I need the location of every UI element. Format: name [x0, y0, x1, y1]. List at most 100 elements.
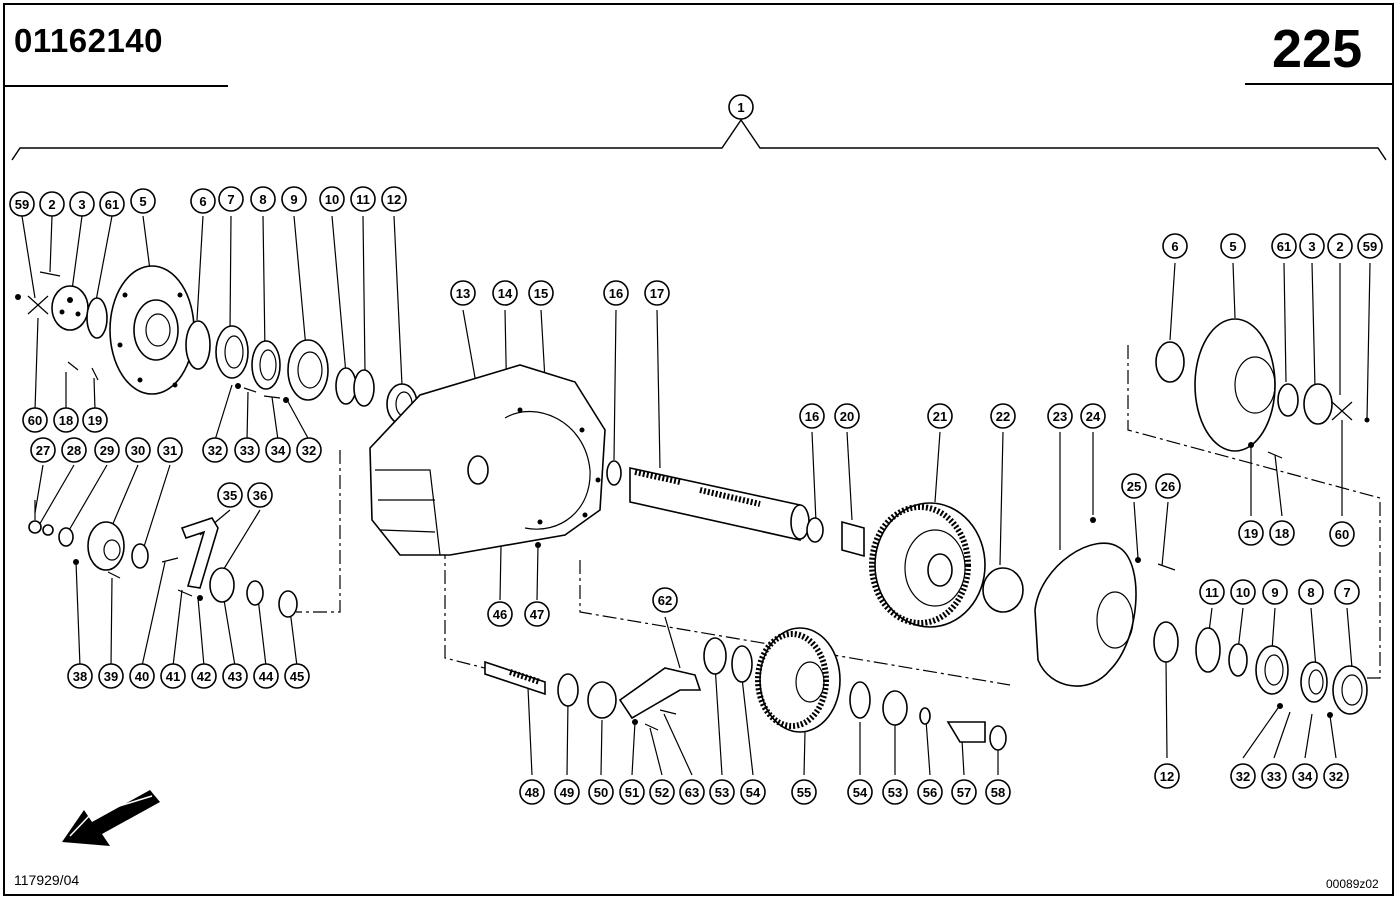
callout-number: 58 [991, 785, 1005, 800]
callout-number: 27 [36, 443, 50, 458]
callout-3: 3 [1299, 233, 1325, 259]
callout-number: 8 [1307, 585, 1314, 600]
callout-number: 9 [290, 192, 297, 207]
callout-number: 55 [797, 785, 811, 800]
callout-number: 18 [59, 413, 73, 428]
callout-15: 15 [528, 280, 554, 306]
callout-40: 40 [129, 663, 155, 689]
drawing-reference: 117929/04 [14, 872, 80, 888]
callout-number: 57 [957, 785, 971, 800]
callout-number: 34 [1298, 769, 1313, 784]
callout-number: 1 [737, 100, 744, 115]
callout-number: 49 [560, 785, 574, 800]
callout-27: 27 [30, 437, 56, 463]
callout-23: 23 [1047, 403, 1073, 429]
callout-46: 46 [487, 601, 513, 627]
callout-number: 29 [100, 443, 114, 458]
callout-38: 38 [67, 663, 93, 689]
callout-number: 10 [1236, 585, 1250, 600]
callout-57: 57 [951, 779, 977, 805]
seals-bearings-left [185, 320, 418, 425]
callout-6: 6 [1162, 233, 1188, 259]
callout-number: 53 [888, 785, 902, 800]
callout-21: 21 [927, 403, 953, 429]
header-underline-right [1245, 83, 1394, 85]
callout-number: 17 [650, 286, 664, 301]
callout-number: 47 [530, 607, 544, 622]
callout-number: 54 [853, 785, 868, 800]
callout-number: 33 [1267, 769, 1281, 784]
callout-16: 16 [603, 280, 629, 306]
callout-number: 59 [15, 197, 29, 212]
callout-50: 50 [588, 779, 614, 805]
callout-number: 30 [131, 443, 145, 458]
callout-60: 60 [1329, 521, 1355, 547]
callout-number: 9 [1271, 585, 1278, 600]
callout-18: 18 [53, 407, 79, 433]
callout-19: 19 [82, 407, 108, 433]
callout-62: 62 [652, 587, 678, 613]
callout-number: 7 [1343, 585, 1350, 600]
callout-32: 32 [202, 437, 228, 463]
callout-32: 32 [296, 437, 322, 463]
callout-number: 41 [166, 669, 180, 684]
callout-8: 8 [250, 186, 276, 212]
callout-number: 38 [73, 669, 87, 684]
callout-10: 10 [1230, 579, 1256, 605]
header-underline-left [3, 85, 228, 87]
callout-29: 29 [94, 437, 120, 463]
callout-9: 9 [1262, 579, 1288, 605]
callout-41: 41 [160, 663, 186, 689]
callout-32: 32 [1230, 763, 1256, 789]
callout-number: 59 [1363, 239, 1377, 254]
housing-cover-right [1034, 517, 1176, 687]
callout-5: 5 [130, 188, 156, 214]
callout-32: 32 [1323, 763, 1349, 789]
callout-number: 12 [1160, 769, 1174, 784]
callout-number: 32 [208, 443, 222, 458]
callout-number: 24 [1086, 409, 1101, 424]
callout-number: 40 [135, 669, 149, 684]
callout-52: 52 [649, 779, 675, 805]
callout-number: 7 [227, 192, 234, 207]
flange-housing-left [67, 265, 195, 395]
callout-number: 43 [228, 669, 242, 684]
callout-8: 8 [1298, 579, 1324, 605]
callout-61: 61 [99, 191, 125, 217]
callout-10: 10 [319, 186, 345, 212]
callout-48: 48 [519, 779, 545, 805]
callout-59: 59 [9, 191, 35, 217]
callout-1: 1 [728, 94, 754, 120]
callout-53: 53 [882, 779, 908, 805]
callout-number: 16 [805, 409, 819, 424]
callout-51: 51 [619, 779, 645, 805]
bushing-22 [982, 567, 1024, 613]
gearbox-housing [369, 364, 606, 556]
small-parts-left [28, 500, 298, 618]
callout-56: 56 [917, 779, 943, 805]
callout-number: 21 [933, 409, 947, 424]
callout-number: 56 [923, 785, 937, 800]
callout-24: 24 [1080, 403, 1106, 429]
callout-number: 53 [715, 785, 729, 800]
seals-bearings-right [1153, 621, 1368, 718]
callout-number: 62 [658, 593, 672, 608]
callout-3: 3 [69, 191, 95, 217]
callout-number: 6 [1171, 239, 1178, 254]
callout-33: 33 [1261, 763, 1287, 789]
callout-22: 22 [990, 403, 1016, 429]
callout-9: 9 [281, 186, 307, 212]
callout-36: 36 [247, 482, 273, 508]
callout-60: 60 [22, 407, 48, 433]
idler-shaft-group [484, 627, 1007, 751]
callout-58: 58 [985, 779, 1011, 805]
callout-number: 60 [1335, 527, 1349, 542]
cover-cap-left [15, 271, 108, 339]
callout-number: 61 [105, 197, 119, 212]
callout-number: 31 [163, 443, 177, 458]
callout-number: 25 [1127, 479, 1141, 494]
callout-7: 7 [218, 186, 244, 212]
callout-49: 49 [554, 779, 580, 805]
callout-14: 14 [492, 280, 518, 306]
